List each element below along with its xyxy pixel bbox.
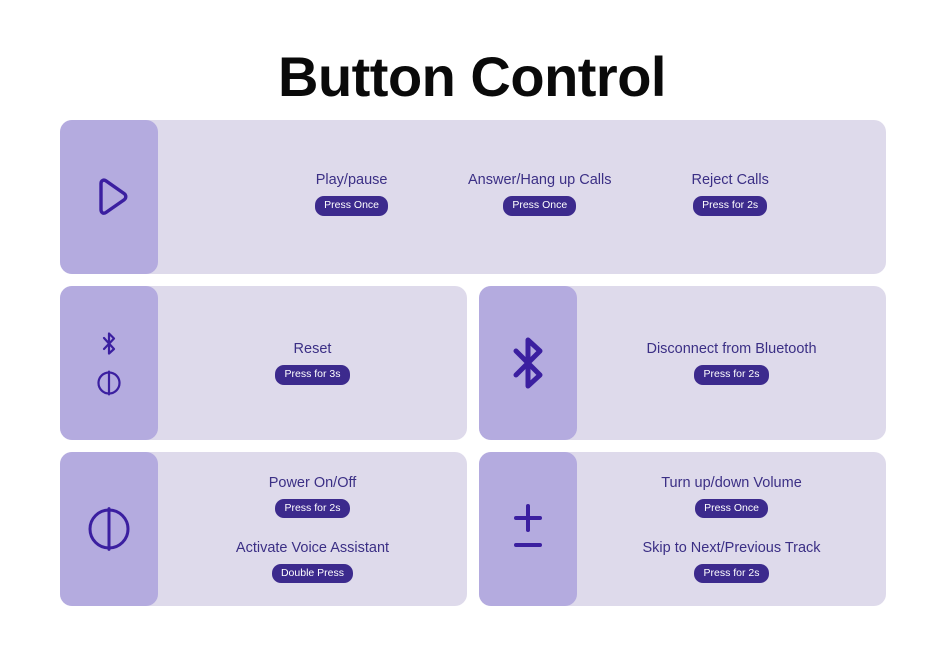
- action-item[interactable]: Disconnect from Bluetooth Press for 2s: [646, 341, 817, 385]
- row-3: Power On/Off Press for 2s Activate Voice…: [60, 452, 886, 606]
- action-badge: Press Once: [695, 498, 768, 518]
- action-badge: Double Press: [271, 563, 353, 584]
- action-label: Skip to Next/Previous Track: [642, 540, 821, 556]
- action-label: Disconnect from Bluetooth: [646, 341, 817, 358]
- action-label: Activate Voice Assistant: [235, 540, 390, 556]
- bluetooth-icon: [102, 332, 116, 355]
- action-item[interactable]: Reset Press for 3s: [275, 341, 350, 385]
- action-label: Power On/Off: [268, 474, 357, 491]
- card-body-play: Play/pause Press Once Answer/Hang up Cal…: [158, 120, 886, 274]
- action-label: Answer/Hang up Calls: [468, 172, 612, 189]
- action-item[interactable]: Power On/Off Press for 2s: [268, 474, 357, 518]
- card-body-power: Power On/Off Press for 2s Activate Voice…: [158, 452, 467, 606]
- card-body-reset: Reset Press for 3s: [158, 286, 467, 440]
- action-badge: Press for 3s: [275, 365, 350, 385]
- icon-panel-bluetooth: [479, 286, 577, 440]
- action-item[interactable]: Answer/Hang up Calls Press Once: [468, 172, 612, 216]
- card-play[interactable]: Play/pause Press Once Answer/Hang up Cal…: [60, 120, 886, 274]
- row-1: Play/pause Press Once Answer/Hang up Cal…: [60, 120, 886, 274]
- action-badge: Press for 2s: [694, 563, 769, 584]
- action-badge: Press for 2s: [275, 498, 350, 518]
- power-circle-icon: [97, 370, 121, 396]
- action-label: Reset: [293, 341, 332, 358]
- action-badge: Press for 2s: [693, 196, 768, 216]
- action-label: Turn up/down Volume: [661, 474, 802, 491]
- row-2: Reset Press for 3s Disconnect from Bluet: [60, 286, 886, 440]
- action-item[interactable]: Turn up/down Volume Press Once: [661, 475, 802, 518]
- action-label: Reject Calls: [691, 172, 769, 189]
- card-bluetooth[interactable]: Disconnect from Bluetooth Press for 2s: [479, 286, 886, 440]
- bluetooth-power-stack-icon: [95, 329, 123, 397]
- play-triangle-icon: [83, 171, 135, 223]
- card-reset[interactable]: Reset Press for 3s: [60, 286, 467, 440]
- action-item[interactable]: Reject Calls Press for 2s: [691, 172, 769, 216]
- card-power[interactable]: Power On/Off Press for 2s Activate Voice…: [60, 452, 467, 606]
- action-badge: Press Once: [503, 196, 577, 216]
- page-title: Button Control: [278, 45, 666, 108]
- plus-minus-icon: [502, 498, 554, 560]
- icon-panel-volume: [479, 452, 577, 606]
- card-body-bluetooth: Disconnect from Bluetooth Press for 2s: [577, 286, 886, 440]
- icon-panel-play: [60, 120, 158, 274]
- card-body-volume: Turn up/down Volume Press Once Skip to N…: [577, 452, 886, 606]
- action-label: Play/pause: [315, 172, 388, 189]
- power-circle-icon: [84, 504, 134, 554]
- bluetooth-icon: [504, 334, 552, 392]
- action-badge: Press for 2s: [694, 365, 769, 385]
- icon-panel-power: [60, 452, 158, 606]
- action-item[interactable]: Play/pause Press Once: [315, 172, 389, 216]
- card-volume[interactable]: Turn up/down Volume Press Once Skip to N…: [479, 452, 886, 606]
- icon-panel-reset: [60, 286, 158, 440]
- action-item[interactable]: Skip to Next/Previous Track Press for 2s: [642, 540, 821, 584]
- action-badge: Press Once: [315, 196, 389, 216]
- action-item[interactable]: Activate Voice Assistant Double Press: [235, 540, 390, 584]
- card-rows: Play/pause Press Once Answer/Hang up Cal…: [60, 120, 886, 618]
